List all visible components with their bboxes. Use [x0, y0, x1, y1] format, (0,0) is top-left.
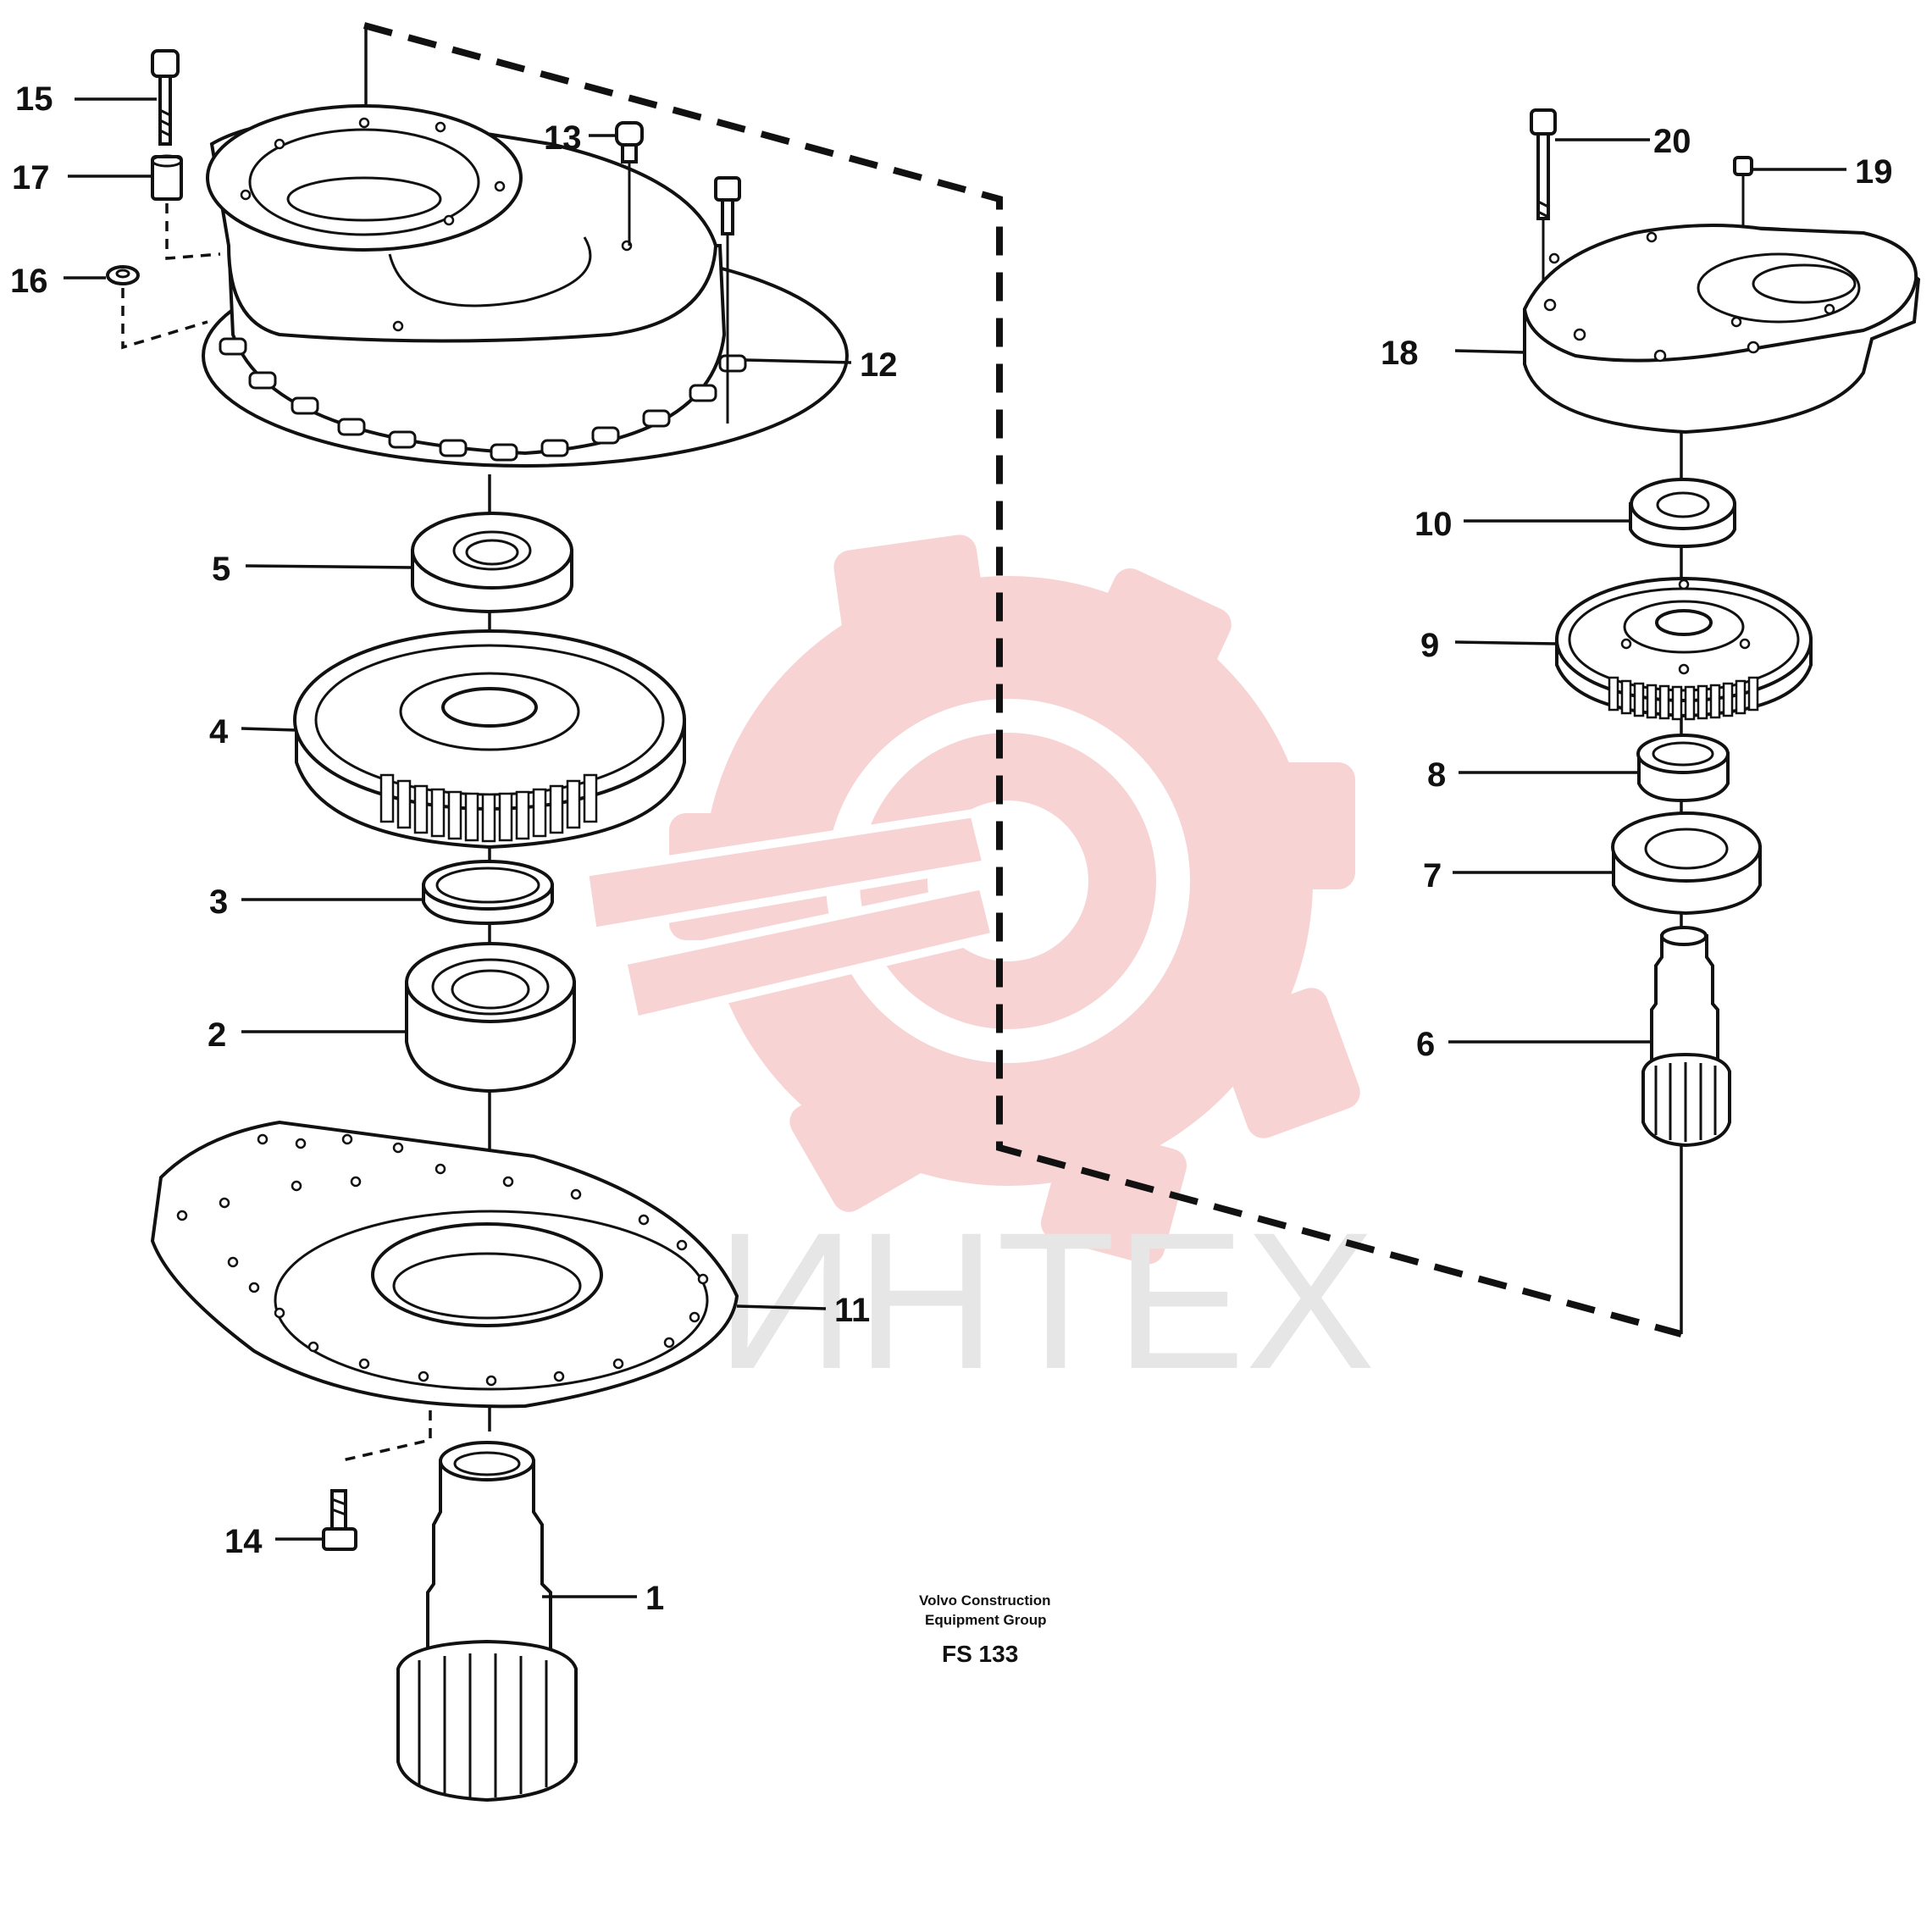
callout-1: 1: [645, 1580, 664, 1617]
plug-part-13: [615, 121, 644, 246]
gear-part-4: [293, 629, 686, 850]
callout-19: 19: [1855, 153, 1893, 191]
callout-4: 4: [209, 713, 229, 750]
ring-part-3: [422, 860, 554, 926]
assembly-dashed-line: [338, 1410, 432, 1463]
ring-part-8: [1636, 734, 1730, 803]
upper-housing-part-12: [202, 104, 849, 468]
credit-line-1: Volvo Construction: [919, 1592, 1051, 1609]
callout-20: 20: [1653, 123, 1691, 160]
callout-3: 3: [209, 883, 228, 921]
bearing-part-2: [405, 942, 576, 1094]
watermark-text: ИНТЕХ: [716, 1192, 1376, 1409]
cover-part-18: [1522, 224, 1921, 435]
figure-code: FS 133: [942, 1641, 1018, 1667]
assembly-dashed-line: [165, 203, 221, 260]
bearing-part-7: [1611, 811, 1762, 916]
callout-13: 13: [544, 119, 582, 157]
washer-part-16: [106, 265, 140, 285]
bolt-part-14: [322, 1489, 357, 1551]
credit-line-2: Equipment Group: [925, 1612, 1047, 1628]
spacer-part-17: [151, 154, 183, 201]
pinion-shaft-part-6: [1641, 926, 1731, 1148]
mounting-plate-part-11: [150, 1120, 739, 1409]
callout-9: 9: [1420, 627, 1439, 664]
callout-14: 14: [224, 1523, 263, 1560]
bolt-part-15: [151, 49, 180, 146]
pinion-shaft-part-1: [396, 1441, 578, 1803]
callout-2: 2: [208, 1016, 226, 1054]
callout-10: 10: [1414, 506, 1453, 543]
callout-16: 16: [10, 263, 48, 300]
callout-12: 12: [860, 346, 898, 384]
bearing-part-10: [1629, 478, 1736, 549]
callout-5: 5: [212, 551, 230, 588]
callout-11: 11: [834, 1292, 870, 1329]
leader-lines: [64, 97, 1846, 1598]
callout-6: 6: [1416, 1026, 1435, 1063]
bolt-icon: [714, 176, 741, 424]
assembly-dashed-line: [121, 288, 208, 350]
gear-part-9: [1555, 577, 1813, 721]
callout-17: 17: [12, 159, 50, 197]
callout-18: 18: [1381, 335, 1419, 372]
gear-wrench-logo-icon: [579, 534, 1360, 1265]
callout-7: 7: [1423, 857, 1442, 894]
bearing-part-5: [411, 512, 573, 614]
callout-15: 15: [15, 80, 53, 118]
callout-8: 8: [1427, 756, 1446, 794]
assembly-boundary-dashed-line: [363, 22, 1683, 1337]
